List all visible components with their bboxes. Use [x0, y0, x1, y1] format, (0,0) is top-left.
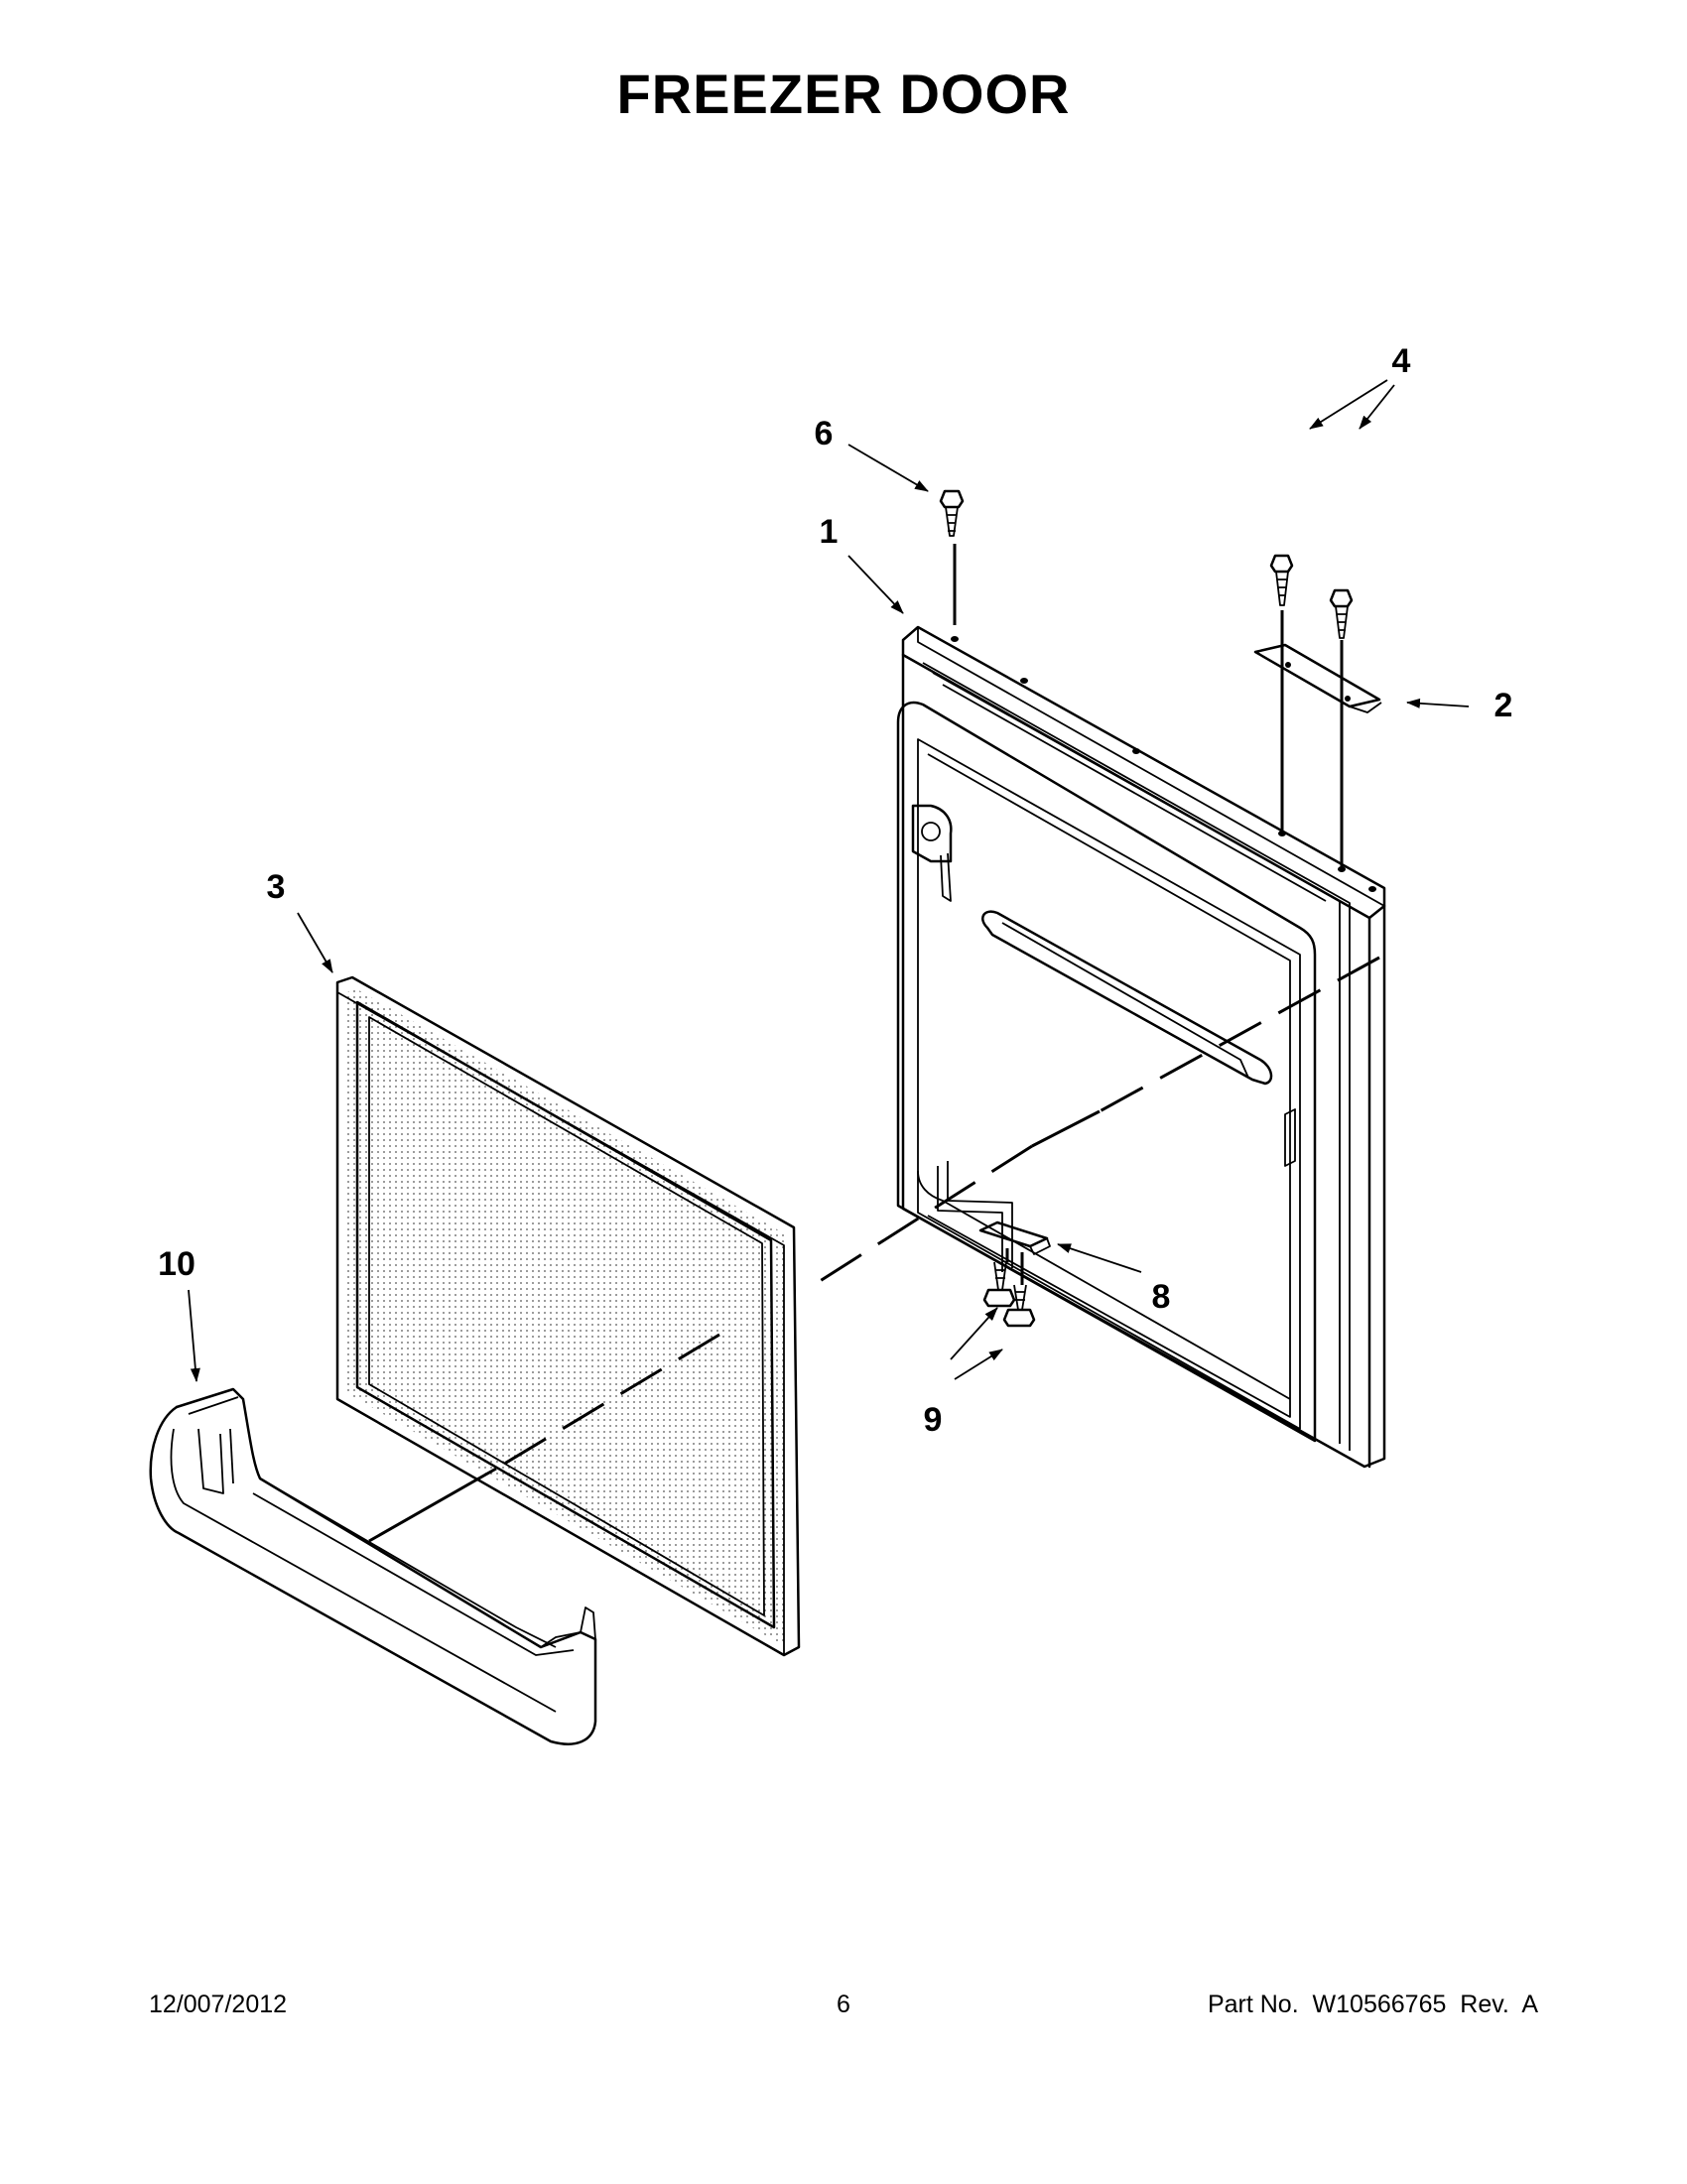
hinge-cover-plate — [1253, 643, 1382, 713]
bracket-screw — [1002, 1284, 1036, 1328]
leader-arrows — [188, 379, 1470, 1382]
callout-1: 1 — [820, 513, 839, 551]
callout-8: 8 — [1152, 1278, 1171, 1316]
freezer-door-panel — [896, 625, 1386, 1469]
hinge-screw — [1269, 554, 1294, 606]
door-gasket — [335, 975, 801, 1657]
callout-6: 6 — [815, 415, 834, 452]
callout-9: 9 — [924, 1401, 943, 1439]
page-title: FREEZER DOOR — [616, 63, 1071, 125]
assembly-lines — [368, 956, 1380, 1543]
callout-4: 4 — [1392, 342, 1411, 380]
bracket-screw — [982, 1261, 1016, 1308]
callout-10: 10 — [158, 1245, 195, 1283]
footer-date: 12/007/2012 — [149, 1991, 288, 2018]
footer-page-number: 6 — [837, 1991, 850, 2018]
door-shelf-bin — [149, 1387, 597, 1745]
callout-3: 3 — [267, 868, 286, 906]
hinge-screw — [1329, 588, 1354, 639]
footer-part-number: Part No. W10566765 Rev. A — [1207, 1991, 1538, 2018]
lower-hinge-bracket — [978, 1220, 1051, 1255]
door-screw — [939, 489, 965, 537]
lower-hinge-strap — [937, 1161, 1013, 1272]
callout-2: 2 — [1494, 687, 1513, 724]
